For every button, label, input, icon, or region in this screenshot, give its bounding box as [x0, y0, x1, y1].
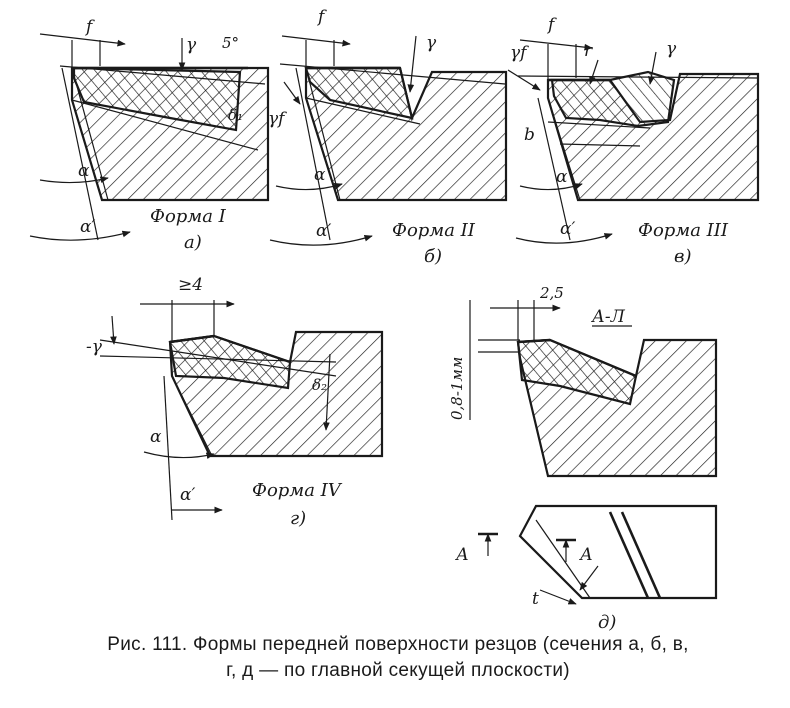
panel-a-gamma-label: γ	[186, 35, 197, 55]
panel-v-form-label: Форма III	[638, 220, 729, 241]
figure-caption: Рис. 111. Формы передней поверхности рез…	[18, 632, 778, 684]
panel-d-plan-groove-1	[608, 511, 650, 599]
panel-v-alpha-label: α	[556, 167, 568, 187]
panel-a-alpha-prime-arc	[29, 230, 131, 241]
panel-d-section: 2,5 А-Л 0,8-1мм А А t д)	[448, 284, 718, 633]
panel-g-form-label: Форма IV	[252, 480, 343, 501]
panel-g-alpha-label: α	[150, 427, 162, 447]
panel-v-top-ref	[517, 75, 759, 79]
panel-d-t-label: t	[532, 589, 539, 609]
panel-d-plan-view	[518, 504, 718, 600]
panel-b-gamma-label: γ	[426, 33, 437, 53]
panel-v-r-arrow	[589, 59, 599, 85]
panel-v-r-label: r	[584, 41, 593, 61]
panel-v-alpha-arc	[519, 183, 583, 191]
panel-b-letter: б)	[424, 246, 442, 267]
caption-line-1: Рис. 111. Формы передней поверхности рез…	[107, 634, 689, 655]
panel-a-f-label: f	[84, 17, 95, 37]
panel-a-letter: а)	[184, 232, 202, 253]
panel-a-alpha-label: α	[78, 161, 90, 181]
caption-line-2: г, д — по главной секущей плоскости)	[226, 660, 570, 681]
panel-v-clearance-line	[547, 97, 581, 201]
panel-a-rake-layer	[72, 66, 242, 132]
panel-b-flank-line	[305, 97, 421, 125]
panel-g-delta-label: δ₂	[312, 376, 327, 394]
panel-d-t-arrow	[539, 589, 577, 605]
panel-a-delta-label: δ₁	[228, 106, 243, 124]
panel-v-form-3: f γf r γ b α α′ Форма III в)	[507, 15, 760, 267]
panel-a-form-label: Форма I	[150, 206, 227, 227]
panel-g-neg-gamma-label: -γ	[86, 337, 103, 357]
panel-b-form-2: f γ γf α α′ Форма II б)	[268, 7, 508, 267]
panel-d-a-left-label: А	[455, 545, 469, 565]
panel-g-clearance-line	[171, 375, 213, 457]
panel-b-gamma-arrow	[407, 35, 417, 93]
panel-v-letter: в)	[674, 246, 692, 267]
panel-v-b-line-top	[547, 121, 651, 129]
panel-v-f-dimension	[519, 39, 593, 51]
panel-v-rake-layer	[550, 70, 676, 128]
panel-a-clearance-ref	[61, 67, 99, 241]
panel-a-flank-line	[71, 99, 259, 151]
panel-v-b-label: b	[524, 125, 535, 145]
panel-d-t-arrow-2	[579, 565, 599, 591]
panel-a-alpha-prime-label: α′	[80, 217, 95, 237]
panel-g-width-label: ≥4	[178, 275, 203, 295]
panel-g-alpha-prime-label: α′	[180, 485, 195, 505]
panel-b-gamma-f-arrow	[283, 81, 301, 105]
panel-v-gamma-arrow	[648, 51, 657, 85]
panel-d-depth-label: 0,8-1мм	[448, 357, 466, 420]
panel-v-alpha-prime-label: α′	[560, 219, 575, 239]
panel-v-gamma-label: γ	[666, 39, 677, 59]
panel-g-form-4: ≥4 -γ δ₂ α α′ Форма IV г)	[86, 275, 384, 529]
panel-d-width-label: 2,5	[539, 284, 564, 302]
panel-v-gamma-f-label: γf	[510, 43, 529, 63]
panel-d-plan-tip	[519, 505, 537, 537]
panel-d-letter: д)	[598, 612, 616, 633]
panel-b-f-dimension	[281, 35, 351, 47]
panel-g-delta-arrow	[323, 353, 331, 431]
panel-v-alpha-prime-arc	[515, 233, 613, 244]
panel-g-neg-gamma-arrow	[110, 315, 117, 345]
panel-b-rake-angle-line	[279, 63, 506, 85]
panel-d-plan-groove-2	[620, 511, 662, 599]
panel-b-f-label: f	[316, 7, 327, 27]
panel-b-gamma-f-label: γf	[268, 109, 287, 129]
panel-d-land-edge	[517, 338, 551, 344]
panel-g-letter: г)	[290, 508, 306, 529]
panel-b-alpha-prime-arc	[269, 235, 373, 246]
panel-v-f-label: f	[546, 15, 557, 35]
panel-b-alpha-arc	[275, 183, 343, 191]
panel-a-form-1: f γ 5° δ₁ α α′ Форма I а)	[29, 17, 270, 253]
panel-d-section-label: А-Л	[591, 307, 626, 327]
panel-a-angle-label: 5°	[222, 34, 239, 52]
panel-b-alpha-label: α	[314, 165, 326, 185]
panel-b-clearance-line	[305, 67, 341, 201]
panel-b-alpha-prime-label: α′	[316, 221, 331, 241]
panel-b-clearance-ref	[295, 67, 331, 241]
panel-g-neg-rake-line	[99, 339, 337, 377]
panel-v-gamma-f-arrow	[507, 69, 541, 91]
panel-v-clearance-ref	[537, 97, 571, 241]
panel-g-rake-ref	[99, 355, 337, 363]
panel-a-alpha-arc	[39, 176, 109, 184]
panel-a-f-dimension	[39, 33, 126, 47]
panel-a-rake-angle-line	[59, 65, 266, 85]
panel-g-clearance-ref	[163, 375, 173, 521]
panel-g-alpha-arc	[143, 451, 215, 460]
panel-v-b-line-bottom	[559, 143, 641, 147]
panel-b-form-label: Форма II	[392, 220, 476, 241]
panel-g-rake-edge	[169, 334, 215, 344]
panel-d-a-right-label: А	[579, 545, 593, 565]
